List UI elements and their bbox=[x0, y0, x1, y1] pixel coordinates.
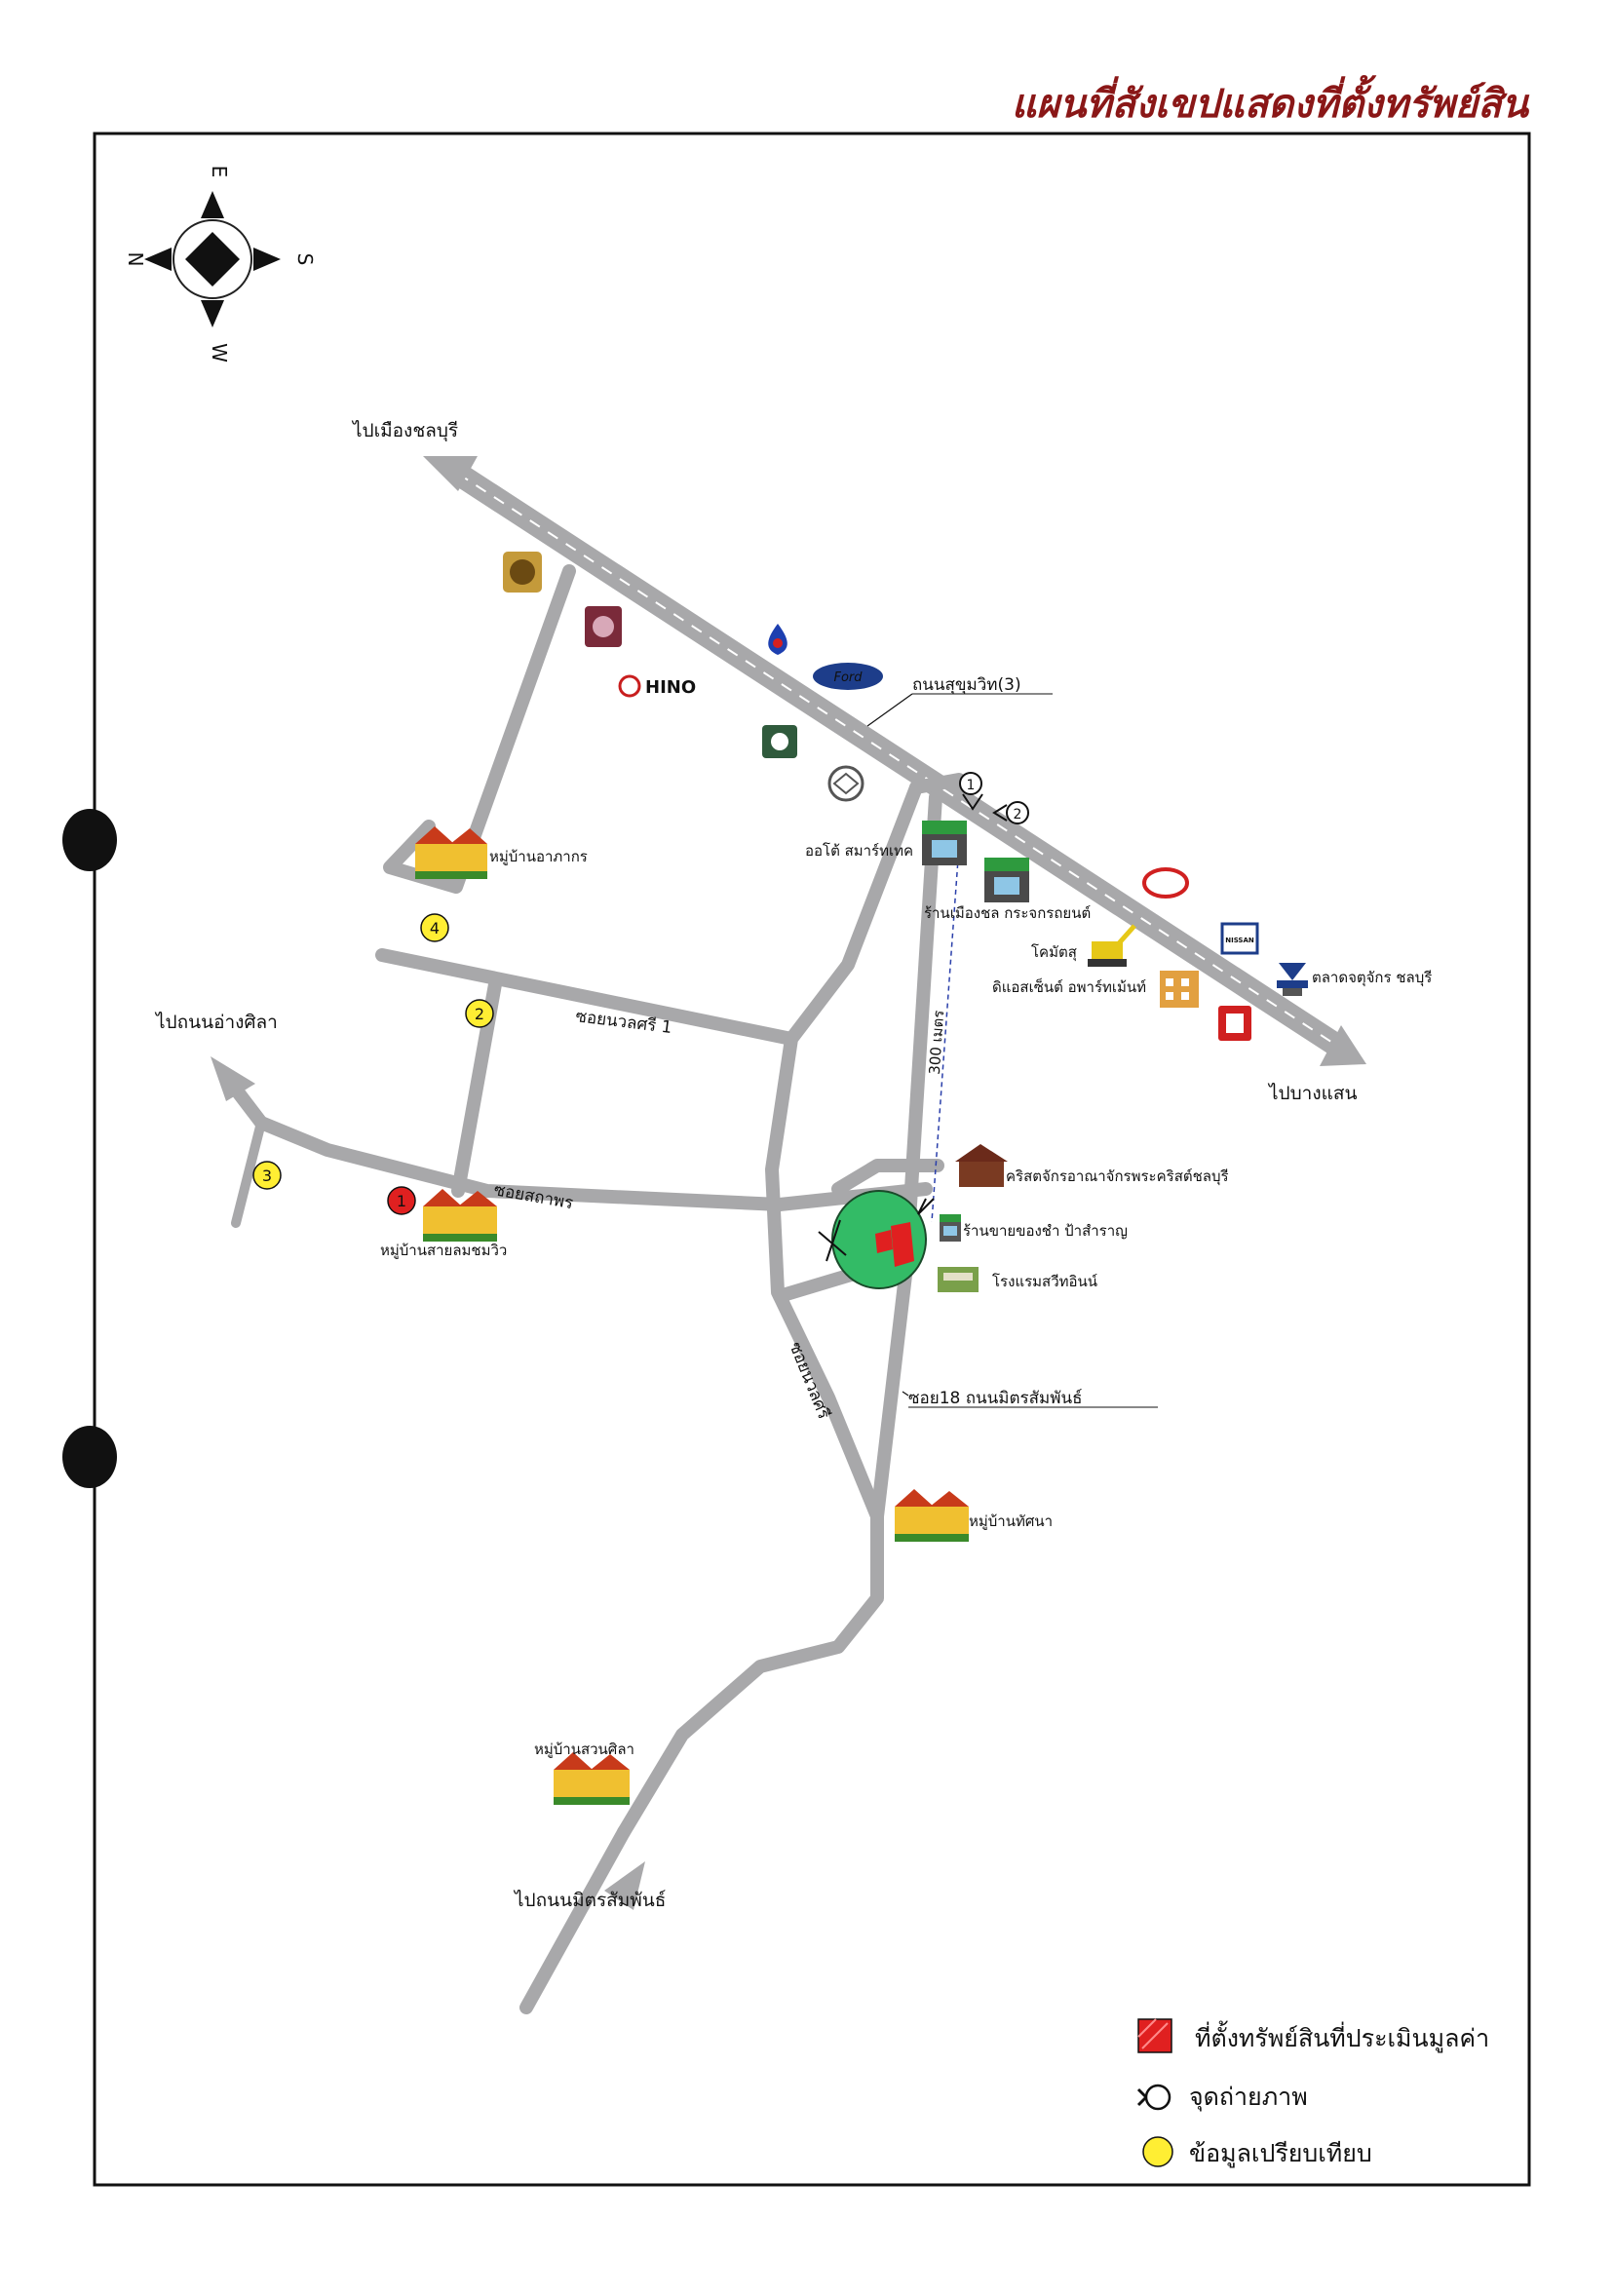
hotel-icon bbox=[938, 1267, 979, 1292]
compass-west: W bbox=[208, 343, 231, 363]
excavator-icon bbox=[1088, 924, 1136, 967]
road-soi18 bbox=[617, 790, 942, 1839]
label-grocery: ร้านขายของชำ ป้าสำราญ bbox=[963, 1222, 1128, 1240]
subject-property bbox=[831, 1190, 927, 1289]
photo-point-subject bbox=[818, 1198, 935, 1262]
hino-logo-icon bbox=[618, 674, 641, 698]
road-soi-sathaporn bbox=[254, 1116, 933, 1211]
direction-to-angsila: ไปถนนอ่างศิลา bbox=[154, 1012, 278, 1033]
compass-east: E bbox=[208, 166, 231, 178]
label-arpakorn: หมู่บ้านอาภากร bbox=[489, 848, 588, 865]
road-soi-nuanlasri1 bbox=[375, 948, 798, 1046]
direction-to-chonburi: ไปเมืองชลบุรี bbox=[351, 420, 458, 442]
arrow-mitsamphan bbox=[604, 1861, 645, 1910]
village-icon-arpakorn bbox=[415, 826, 487, 879]
legend-property-label: ที่ตั้งทรัพย์สินที่ประเมินมูลค่า bbox=[1195, 2020, 1489, 2053]
label-de-second: ดิแอสเซ็นต์ อพาร์ทเม้นท์ bbox=[992, 977, 1146, 996]
map-frame bbox=[93, 132, 1531, 2187]
road-nuanlasri-north bbox=[765, 781, 923, 1523]
svg-text:4: 4 bbox=[430, 919, 440, 938]
mazda-logo-icon bbox=[827, 765, 864, 802]
label-soi-sathaporn: ซอยสถาพร bbox=[492, 1180, 574, 1213]
compass-south: S bbox=[293, 253, 317, 266]
comparable-2: 2 bbox=[465, 999, 494, 1028]
ford-logo-text: Ford bbox=[833, 670, 863, 685]
label-mueang-chon: ร้านเมืองชล กระจกรถยนต์ bbox=[924, 904, 1091, 922]
label-sukhumvit: ถนนสุขุมวิท(3) bbox=[912, 675, 1021, 695]
legend-comparable-label: ข้อมูลเปรียบเทียบ bbox=[1189, 2139, 1372, 2168]
svg-text:3: 3 bbox=[262, 1167, 272, 1185]
label-hotel: โรงแรมสวีทอินน์ bbox=[992, 1273, 1097, 1290]
village-icon-sailom bbox=[423, 1189, 497, 1242]
compass-rose: E W N S bbox=[124, 166, 317, 363]
road-junction bbox=[909, 773, 966, 794]
grocery-icon bbox=[940, 1214, 961, 1242]
direction-to-bangsaen: ไปบางแสน bbox=[1267, 1083, 1357, 1104]
nissan-logo-icon bbox=[1220, 922, 1259, 955]
ford-logo-icon bbox=[813, 663, 883, 690]
distance-label: 300 เมตร bbox=[926, 1010, 948, 1075]
legend: ที่ตั้งทรัพย์สินที่ประเมินมูลค่า จุดถ่าย… bbox=[1136, 2018, 1489, 2168]
comparable-1: 1 bbox=[387, 1186, 416, 1215]
legend-photo-icon bbox=[1136, 2084, 1171, 2111]
apartment-icon bbox=[1160, 971, 1199, 1008]
label-church: คริสตจักรอาณาจักรพระคริสต์ชลบุรี bbox=[1006, 1167, 1229, 1186]
toyota-logo-icon bbox=[1142, 867, 1189, 899]
sukhumvit-highway bbox=[423, 456, 1366, 1066]
direction-to-mitsamphan: ไปถนนมิตรสัมพันธ์ bbox=[513, 1890, 666, 1911]
label-soi18: ซอย18 ถนนมิตรสัมพันธ์ bbox=[908, 1389, 1082, 1408]
svg-text:2: 2 bbox=[1014, 807, 1022, 823]
map-title: แผนที่สังเขปแสดงที่ตั้งทรัพย์สิน bbox=[1012, 74, 1530, 127]
binder-hole-top bbox=[62, 809, 117, 871]
photo-point-1: 1 bbox=[959, 772, 983, 811]
church-icon bbox=[955, 1144, 1008, 1187]
road-church-link bbox=[831, 1159, 944, 1196]
market-icon bbox=[1277, 963, 1308, 996]
road-mitsamphan bbox=[519, 1825, 631, 2014]
label-tasana: หมู่บ้านทัศนา bbox=[969, 1512, 1053, 1530]
shop-icon-auto-smart bbox=[922, 821, 967, 865]
legend-photo-label: จุดถ่ายภาพ bbox=[1189, 2083, 1308, 2112]
arrow-angsila bbox=[211, 1056, 255, 1101]
hino-logo-text: HINO bbox=[645, 677, 696, 698]
village-icon-tasana bbox=[895, 1489, 969, 1542]
label-suan-sila: หมู่บ้านสวนศิลา bbox=[534, 1741, 634, 1758]
comparable-4: 4 bbox=[420, 913, 449, 942]
label-komatsu: โคมัตสุ bbox=[1031, 943, 1077, 962]
compass-north: N bbox=[124, 252, 147, 267]
svg-text:1: 1 bbox=[967, 778, 976, 793]
svg-text:1: 1 bbox=[397, 1192, 406, 1210]
label-sailom: หมู่บ้านสายลมชมวิว bbox=[380, 1242, 507, 1259]
label-auto-smart: ออโต้ สมาร์ทเทค bbox=[805, 842, 913, 860]
village-icon-suan-sila bbox=[554, 1752, 630, 1805]
nissan-logo-text: NISSAN bbox=[1225, 937, 1254, 944]
label-market: ตลาดจตุจักร ชลบุรี bbox=[1312, 969, 1432, 987]
svg-text:2: 2 bbox=[475, 1005, 484, 1023]
comparable-3: 3 bbox=[252, 1161, 282, 1190]
distance-line bbox=[931, 845, 960, 1223]
photo-point-2: 2 bbox=[992, 801, 1029, 824]
shop-icon-mueang-chon bbox=[984, 858, 1029, 902]
legend-comparable-icon bbox=[1142, 2136, 1173, 2167]
binder-hole-bottom bbox=[62, 1426, 117, 1488]
